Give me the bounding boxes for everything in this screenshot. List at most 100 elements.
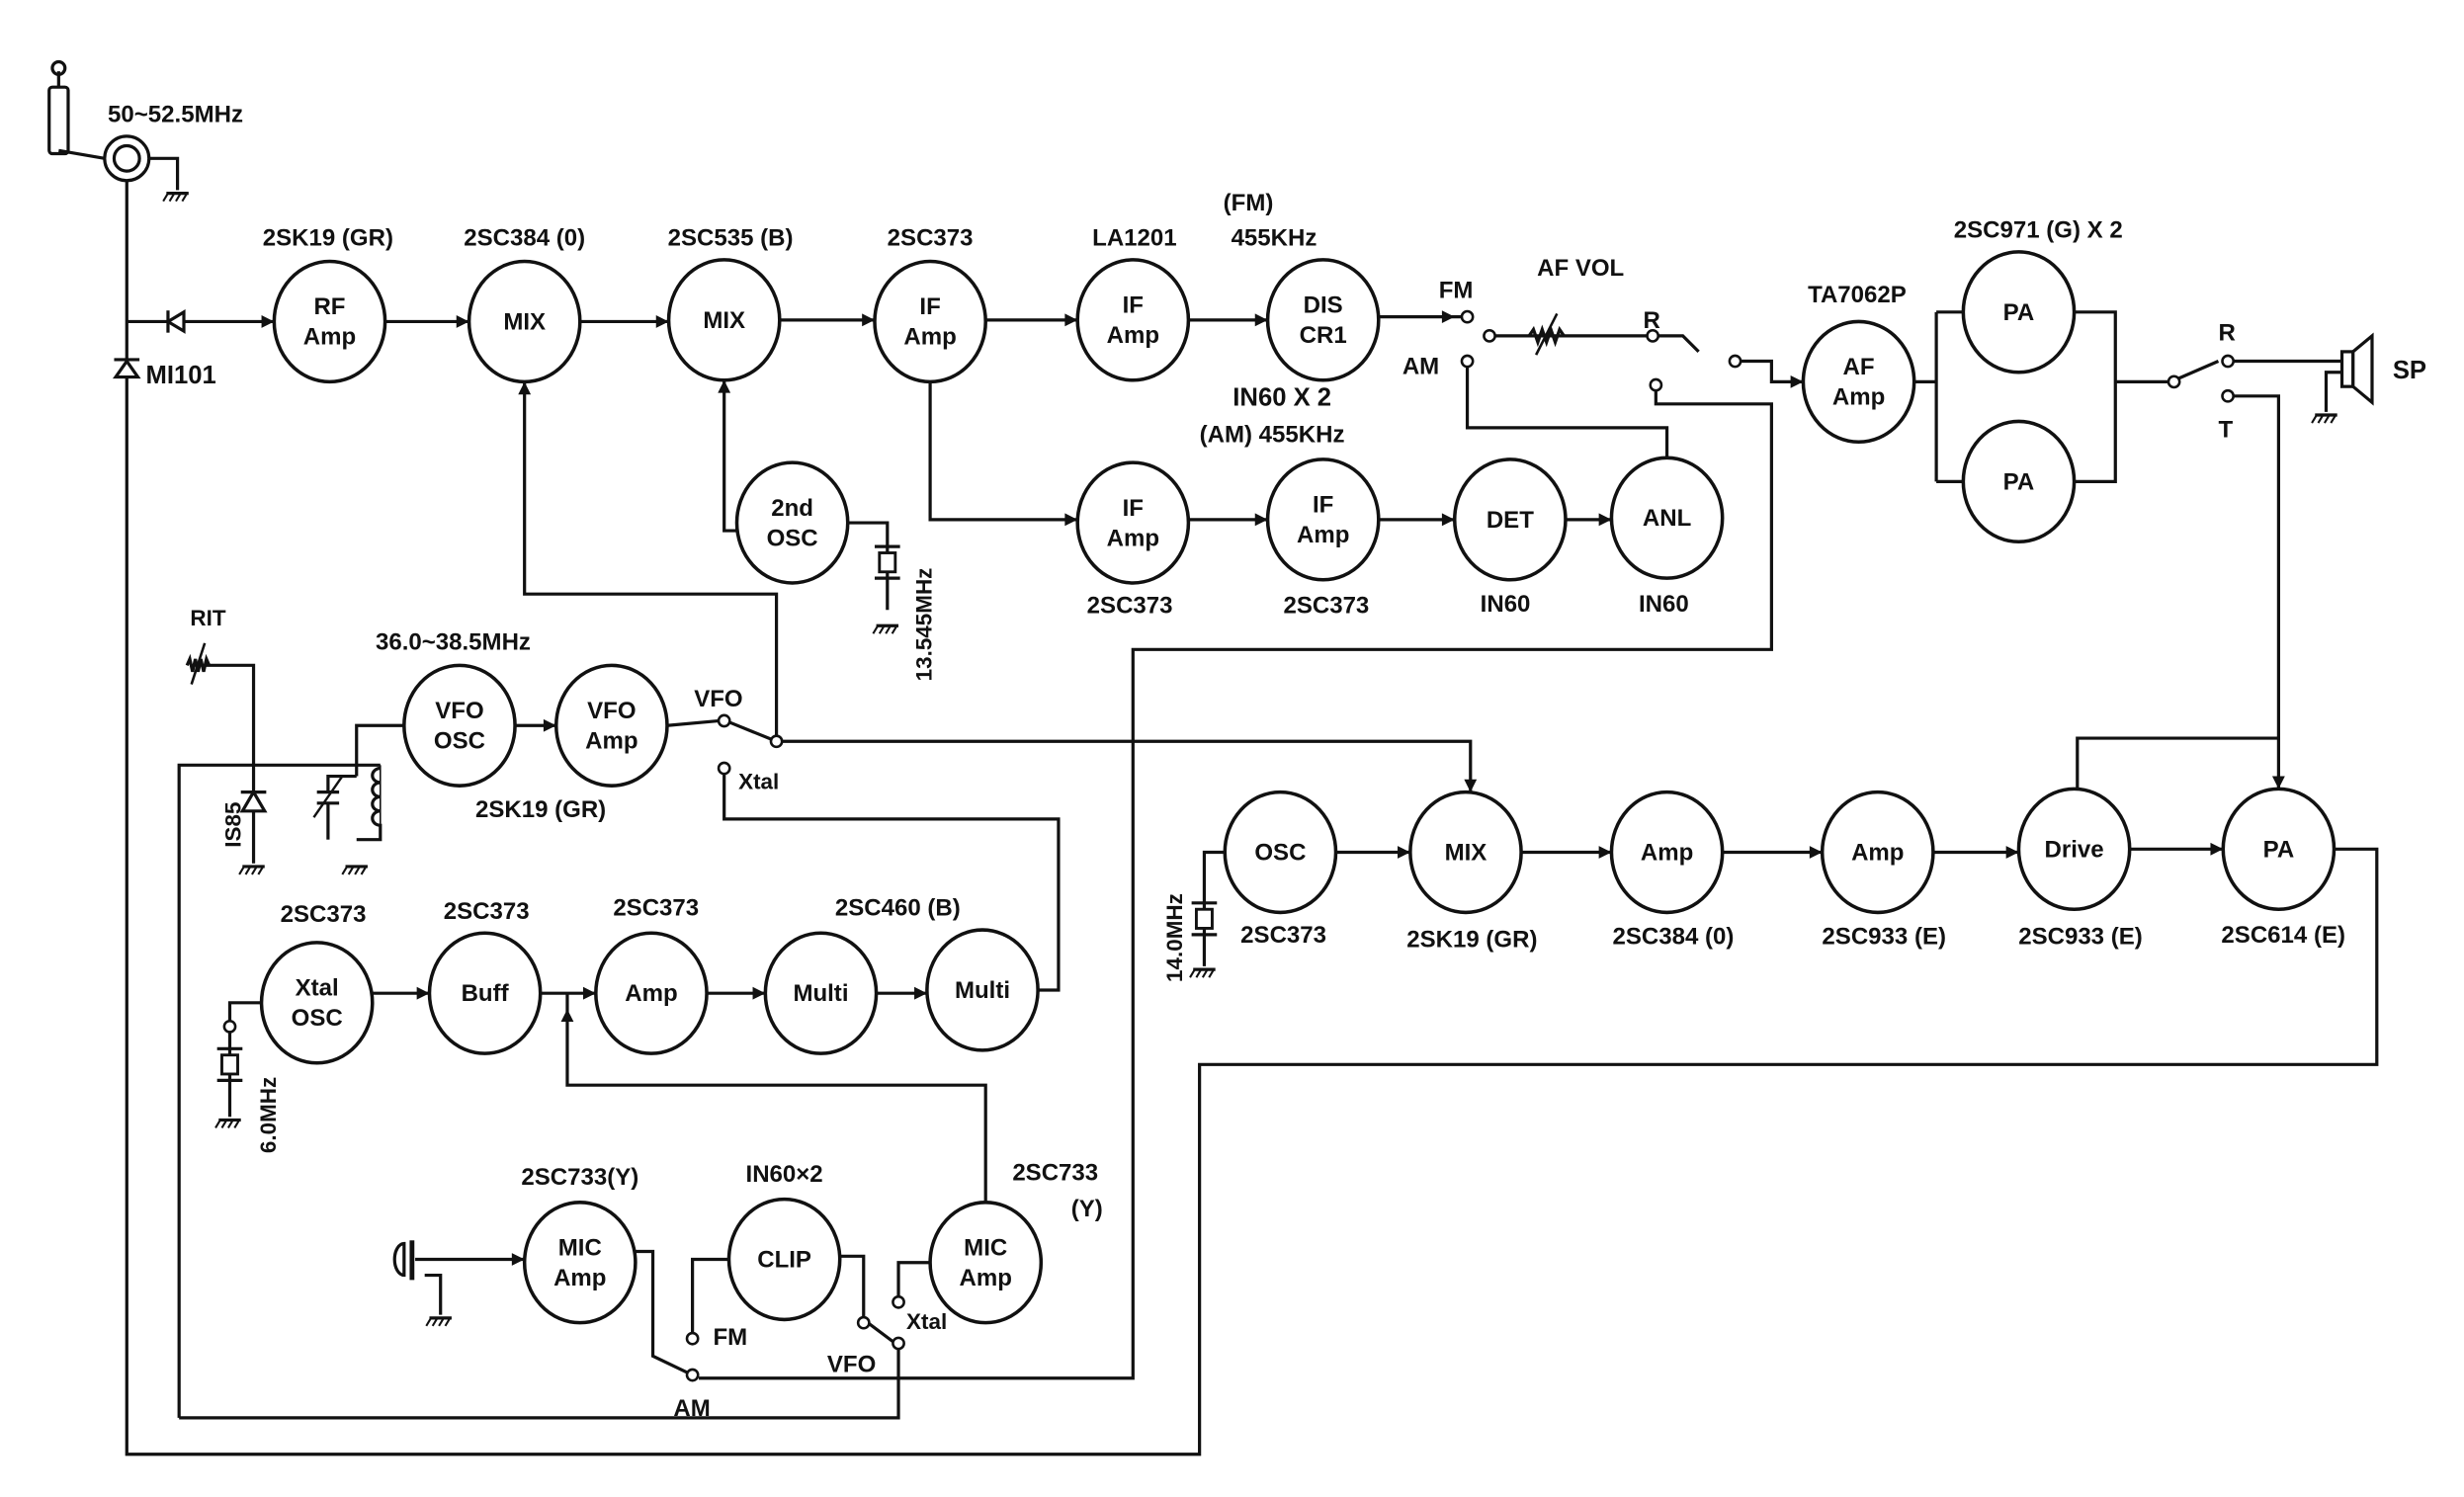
part-label: IN60×2 bbox=[746, 1161, 823, 1188]
wire bbox=[2234, 394, 2280, 792]
block-circle bbox=[1408, 790, 1523, 915]
switch-terminal-icon bbox=[1460, 354, 1475, 369]
block-label: ANL bbox=[1643, 505, 1691, 532]
wire bbox=[724, 718, 778, 743]
switch-terminal-icon bbox=[2221, 354, 2235, 369]
block-label: Amp bbox=[1297, 522, 1349, 548]
block-circle bbox=[1075, 258, 1191, 382]
wire bbox=[666, 718, 721, 727]
part-label: 455KHz bbox=[1232, 224, 1317, 251]
part-label: 2SC373 bbox=[888, 224, 974, 251]
mic-vfo-label: VFO bbox=[827, 1351, 876, 1377]
af-vol-label: AF VOL bbox=[1537, 255, 1624, 282]
ground-icon bbox=[341, 865, 368, 875]
coax-inner-icon bbox=[112, 143, 141, 173]
arrow-icon bbox=[1598, 513, 1612, 527]
arrow-icon bbox=[1790, 374, 1804, 388]
antenna-tip-icon bbox=[50, 59, 67, 76]
wire bbox=[635, 1249, 694, 1377]
coax-connector-icon bbox=[103, 134, 151, 183]
af-volume-pot-icon bbox=[1527, 312, 1566, 356]
block-label: Amp bbox=[553, 1265, 606, 1291]
switch-terminal-icon bbox=[2167, 374, 2181, 389]
ground-icon bbox=[1189, 967, 1216, 978]
ground-icon bbox=[162, 191, 189, 203]
wire bbox=[2324, 371, 2342, 412]
block-circle bbox=[2016, 787, 2132, 911]
part-label: 2SC373 bbox=[1087, 592, 1173, 619]
arrow-icon bbox=[1254, 513, 1268, 527]
block-label: Buff bbox=[462, 980, 510, 1007]
block-label: CR1 bbox=[1300, 322, 1347, 349]
block-label: IF bbox=[1123, 292, 1144, 319]
wire bbox=[125, 180, 2379, 1456]
vfo-range-label: 36.0~38.5MHz bbox=[376, 628, 531, 655]
block-label: IF bbox=[1123, 495, 1144, 522]
block-label: PA bbox=[2003, 299, 2035, 326]
part-label: 2SC373 bbox=[444, 898, 530, 925]
block-circle bbox=[1265, 457, 1381, 582]
block-label: OSC bbox=[767, 525, 818, 551]
labels: 50~52.5MHz MI101 (FM) IN60 X 2 (AM) 455K… bbox=[108, 101, 2426, 1422]
block-multi1: Multi bbox=[763, 931, 879, 1055]
block-label: MIX bbox=[503, 308, 546, 335]
variable-capacitor-icon bbox=[312, 774, 357, 840]
block-label: Amp bbox=[303, 324, 356, 351]
wire bbox=[148, 156, 180, 191]
r1-label: R bbox=[1644, 307, 1660, 334]
block-label: 2nd bbox=[771, 495, 813, 522]
crystal-6-label: 6.0MHz bbox=[256, 1077, 281, 1153]
block-label: RF bbox=[313, 293, 345, 320]
block-label: PA bbox=[2003, 468, 2035, 495]
block-label: PA bbox=[2263, 836, 2295, 863]
arrow-icon bbox=[261, 315, 275, 328]
block-label: OSC bbox=[434, 727, 485, 754]
ground-icon bbox=[425, 1316, 452, 1327]
part-label: LA1201 bbox=[1092, 224, 1177, 251]
arrow-icon bbox=[752, 986, 766, 1000]
wire bbox=[2074, 310, 2117, 483]
switch-terminal-icon bbox=[1460, 309, 1475, 324]
ground-icon bbox=[872, 624, 899, 634]
block-circle bbox=[427, 931, 543, 1055]
mic-am-label: AM bbox=[673, 1395, 710, 1422]
arrow-icon bbox=[518, 381, 532, 395]
diode-icon bbox=[164, 308, 186, 334]
wire bbox=[179, 1349, 900, 1420]
crystal-icon bbox=[216, 1046, 243, 1082]
block-multi2: Multi bbox=[925, 928, 1040, 1052]
discri-diodes-label: IN60 X 2 bbox=[1232, 383, 1331, 411]
switch-terminal-icon bbox=[1646, 328, 1660, 343]
switch-terminal-icon bbox=[717, 713, 731, 728]
part-label: IN60 bbox=[1639, 591, 1689, 618]
block-circle bbox=[259, 941, 375, 1065]
pin-diode-icon bbox=[112, 358, 141, 379]
part-label: 2SC535 (B) bbox=[668, 224, 794, 251]
block-circle bbox=[522, 1201, 637, 1325]
arrow-icon bbox=[1441, 513, 1455, 527]
arrow-icon bbox=[2271, 776, 2285, 790]
part-label: TA7062P bbox=[1808, 282, 1907, 308]
wire bbox=[776, 739, 1473, 792]
arrow-icon bbox=[583, 986, 596, 1000]
block-label: IF bbox=[919, 293, 940, 320]
wire bbox=[355, 723, 404, 777]
speaker-icon bbox=[2339, 332, 2374, 406]
arrow-icon bbox=[1064, 313, 1078, 327]
block-label: AF bbox=[1843, 354, 1875, 380]
wire bbox=[896, 1261, 931, 1299]
block-label: OSC bbox=[1254, 840, 1306, 867]
wire bbox=[722, 379, 737, 533]
rit-label: RIT bbox=[190, 606, 225, 630]
arrow-icon bbox=[862, 313, 875, 327]
switch-terminal-icon bbox=[1649, 377, 1663, 392]
